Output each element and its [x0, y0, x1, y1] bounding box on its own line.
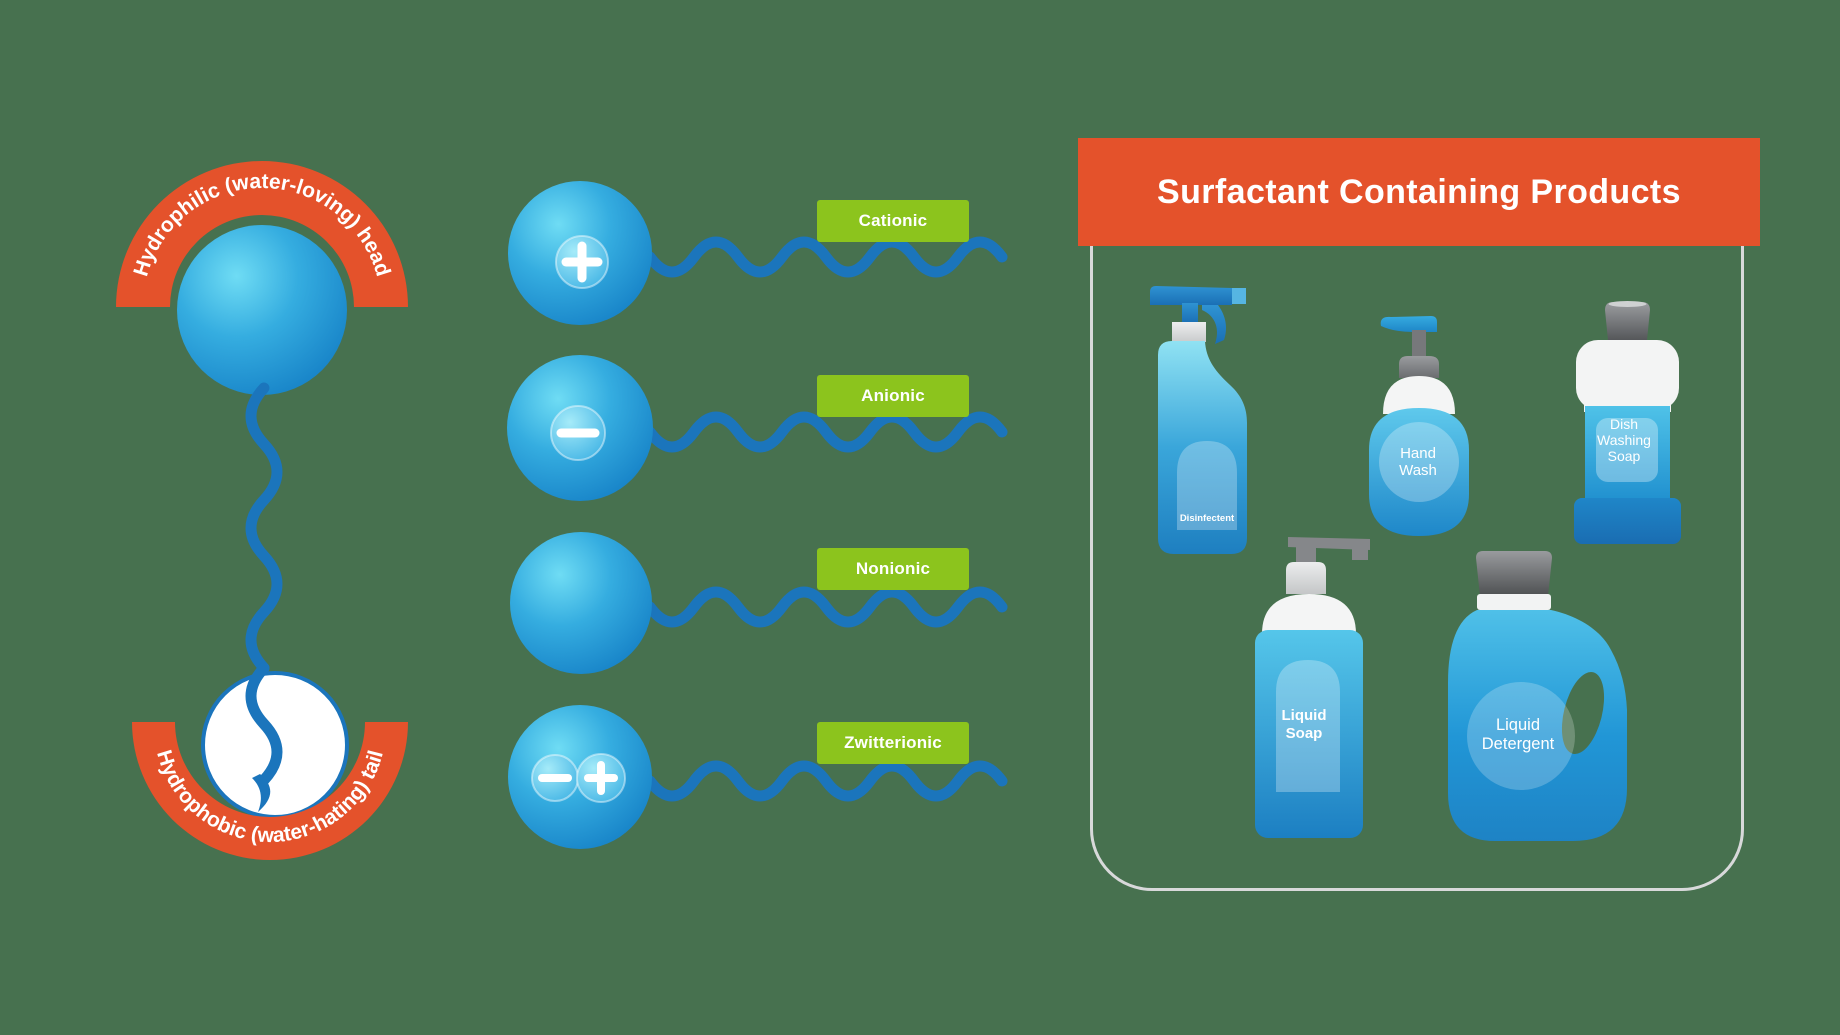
anionic-tail-wave [644, 411, 1008, 453]
spray-bottle-label-area [1177, 441, 1237, 530]
hand-wash-label-area [1379, 422, 1459, 502]
bottle-cap [1605, 302, 1650, 340]
hydrophobic-tail-wave-lower [245, 662, 283, 786]
product-label-dish-washing-soap: Dish Washing Soap [1597, 416, 1651, 464]
type-label-anionic: Anionic [817, 375, 969, 417]
type-label-nonionic: Nonionic [817, 548, 969, 590]
dish-soap-base [1574, 498, 1681, 544]
spray-neck [1182, 303, 1198, 323]
bottle-cap-rim [1608, 301, 1647, 307]
product-label-liquid-detergent: Liquid Detergent [1481, 716, 1555, 753]
spray-trigger-head [1150, 286, 1232, 305]
product-label-liquid-soap: Liquid Soap [1281, 707, 1327, 742]
dish-soap-label-area [1596, 418, 1658, 482]
spray-trigger-handle [1202, 305, 1226, 344]
products-panel-banner: Surfactant Containing Products [1078, 138, 1760, 246]
pump-stem [1296, 544, 1316, 566]
pump-bottle-hand-wash [1369, 316, 1469, 536]
cationic-molecule [508, 181, 1008, 325]
product-label-hand-wash: Hand Wash [1399, 445, 1437, 480]
liquid-soap-body [1255, 630, 1363, 838]
jug-cap [1476, 551, 1552, 596]
nonionic-molecule [510, 532, 1008, 674]
dish-soap-body [1585, 406, 1670, 502]
bottle-shoulder [1576, 340, 1679, 410]
type-label-cationic: Cationic [817, 200, 969, 242]
bottle-dish-washing-soap [1574, 301, 1681, 544]
pump-stem [1412, 330, 1426, 358]
jug-handle-hole [1561, 671, 1605, 755]
surfactant-molecule-diagram: Hydrophilic (water-loving) head Hydropho… [116, 161, 408, 860]
products-panel-title: Surfactant Containing Products [1157, 172, 1681, 211]
pump-cap [1399, 356, 1439, 378]
pump-bottle-liquid-soap [1255, 537, 1370, 838]
pump-collar [1286, 562, 1326, 594]
bottle-shoulder [1383, 376, 1455, 414]
liquid-soap-label-area [1276, 660, 1340, 792]
spray-bottle-disinfectent [1150, 286, 1247, 554]
hydrophobic-tail-arc [132, 722, 408, 860]
spray-bottle-body [1158, 341, 1247, 554]
hydrophilic-head-arc [116, 161, 408, 307]
type-label-zwitterionic: Zwitterionic [817, 722, 969, 764]
jug-neck-band [1477, 594, 1551, 610]
anionic-molecule [507, 355, 1008, 501]
bottle-shoulder [1262, 594, 1356, 636]
pump-nozzle [1380, 316, 1437, 332]
jug-liquid-detergent [1448, 551, 1627, 841]
nonionic-tail-wave [644, 586, 1008, 628]
nonionic-head-sphere [510, 532, 652, 674]
spray-nozzle [1232, 288, 1246, 304]
plus-icon [584, 761, 618, 795]
hydrophilic-head-sphere [177, 225, 347, 395]
hand-wash-body [1369, 408, 1469, 536]
spray-collar [1172, 322, 1206, 342]
plus-icon [561, 241, 603, 283]
detergent-label-area [1467, 682, 1575, 790]
zwitterionic-tail-wave [644, 760, 1008, 802]
hydrophobic-tail-tip [252, 774, 271, 812]
surfactant-types-diagram [507, 181, 1008, 849]
product-label-disinfectent: Disinfectent [1179, 513, 1235, 524]
cationic-tail-wave [644, 236, 1008, 278]
hydrophobic-tail-wave-upper [245, 382, 283, 674]
zwitterionic-molecule [508, 705, 1008, 849]
pump-arm-tip [1352, 548, 1368, 560]
jug-body [1448, 610, 1627, 841]
